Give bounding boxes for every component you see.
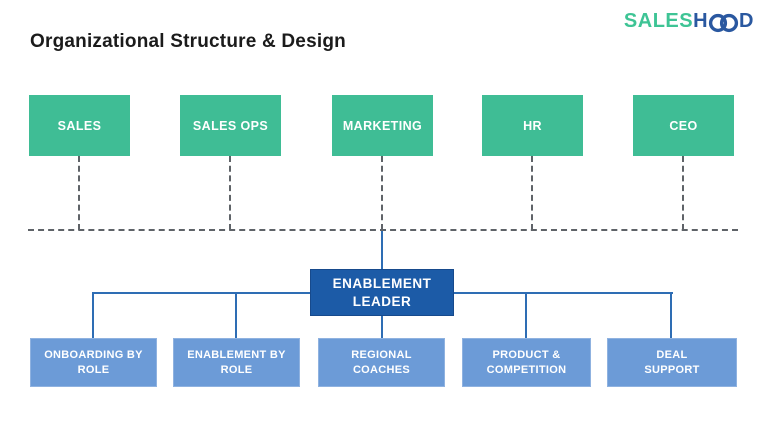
child-label-line1: REGIONAL — [351, 348, 412, 361]
child-label-line2: ROLE — [77, 363, 110, 376]
child-label-line2: COACHES — [352, 363, 411, 376]
child-label-line2: SUPPORT — [644, 363, 700, 376]
org-box-sales: SALES — [29, 95, 130, 156]
interlocked-rings-icon — [708, 13, 739, 32]
logo-d-text: D — [739, 10, 754, 32]
org-box-deal-support: DEAL SUPPORT — [607, 338, 737, 387]
dashed-connector-hr — [531, 156, 533, 230]
org-box-label: SALES — [57, 118, 102, 133]
org-box-enablement-leader: ENABLEMENT LEADER — [310, 269, 454, 316]
org-box-regional-coaches: REGIONAL COACHES — [318, 338, 445, 387]
child-label-line1: DEAL — [656, 348, 688, 361]
org-box-label: MARKETING — [342, 118, 423, 133]
org-box-sales-ops: SALES OPS — [180, 95, 281, 156]
child-label-line2: ROLE — [220, 363, 253, 376]
child-label-line1: ONBOARDING BY — [44, 348, 143, 361]
connector-drop-regional — [381, 316, 383, 338]
org-box-onboarding-by-role: ONBOARDING BY ROLE — [30, 338, 157, 387]
connector-marketing-to-leader — [381, 231, 383, 269]
logo-h-text: H — [693, 10, 709, 32]
connector-drop-deal — [670, 293, 672, 338]
page-title: Organizational Structure & Design — [30, 31, 346, 52]
connector-drop-onboarding — [92, 293, 94, 338]
org-box-marketing: MARKETING — [332, 95, 433, 156]
org-box-label: HR — [523, 118, 542, 133]
org-box-label: CEO — [669, 118, 698, 133]
org-box-product-competition: PRODUCT & COMPETITION — [462, 338, 591, 387]
leader-label-line2: LEADER — [352, 293, 412, 309]
dashed-connector-sales — [78, 156, 80, 230]
connector-drop-product — [525, 293, 527, 338]
dashed-divider-line — [28, 229, 738, 231]
child-label-line1: PRODUCT & — [492, 348, 561, 361]
dashed-connector-sales-ops — [229, 156, 231, 230]
org-box-hr: HR — [482, 95, 583, 156]
org-box-label: SALES OPS — [192, 118, 269, 133]
dashed-connector-ceo — [682, 156, 684, 230]
child-label-line1: ENABLEMENT BY — [187, 348, 286, 361]
org-box-enablement-by-role: ENABLEMENT BY ROLE — [173, 338, 300, 387]
org-box-ceo: CEO — [633, 95, 734, 156]
logo-sales-text: SALES — [623, 10, 694, 32]
child-label-line2: COMPETITION — [486, 363, 567, 376]
connector-drop-enablement — [235, 293, 237, 338]
leader-label-line1: ENABLEMENT — [332, 275, 432, 291]
dashed-connector-marketing — [381, 156, 383, 230]
